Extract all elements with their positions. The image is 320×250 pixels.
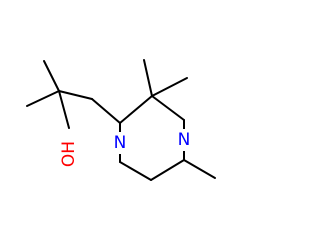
hydroxyl-label: OH	[59, 141, 79, 167]
bond-c-oh	[58, 90, 70, 129]
bond-gem-methyl-right	[151, 77, 188, 97]
n4-label-mask	[176, 129, 192, 151]
bond-methyl-left	[26, 90, 60, 107]
chemical-structure: OH N N	[26, 59, 216, 181]
bond-lines	[26, 59, 216, 181]
oh-label-mask	[55, 136, 81, 172]
bond-c5-c6	[119, 161, 152, 181]
atom-labels: OH N N	[55, 129, 192, 172]
bond-c2-c3	[151, 95, 185, 121]
bond-n4-c5	[150, 159, 185, 181]
nitrogen-1-label: N	[114, 133, 127, 153]
bond-c-ch2	[58, 90, 93, 100]
nitrogen-4-label: N	[178, 130, 191, 150]
bond-gem-methyl-left	[143, 59, 153, 97]
bond-ch2-n1	[91, 98, 121, 124]
bond-n1-c2	[119, 95, 153, 124]
bond-methyl-upper	[43, 60, 60, 92]
n1-label-mask	[112, 132, 128, 154]
bond-n-methyl	[183, 159, 216, 179]
